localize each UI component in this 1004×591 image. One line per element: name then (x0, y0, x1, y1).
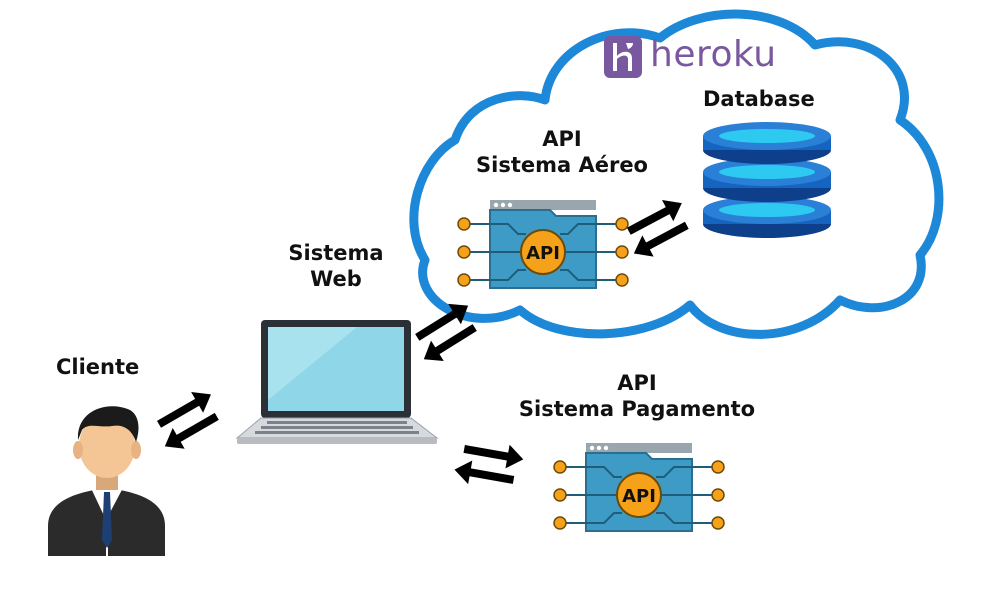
api-badge-aereo: API (526, 243, 560, 264)
double-arrow-icon-web-pagamento (452, 436, 526, 493)
laptop-icon (235, 320, 439, 444)
heroku-logo-icon (604, 36, 642, 78)
sistema-web-label: Sistema Web (266, 240, 406, 293)
api-aereo-label-line2: Sistema Aéreo (476, 153, 648, 178)
double-arrow-icon-client-web (147, 383, 228, 457)
api-pagamento-label: API Sistema Pagamento (496, 370, 778, 423)
cliente-label: Cliente (56, 355, 140, 379)
database-label: Database (703, 87, 815, 111)
sistema-web-label-line2: Web (310, 267, 362, 292)
api-window-icon-pagamento: API (553, 442, 725, 532)
api-aereo-label-line1: API (542, 127, 582, 151)
api-pagamento-label-line1: API (617, 371, 657, 395)
sistema-web-label-line1: Sistema (288, 241, 384, 265)
api-pagamento-label-line2: Sistema Pagamento (518, 397, 756, 422)
api-window-icon-aereo: API (457, 199, 629, 289)
api-aereo-label: API Sistema Aéreo (456, 126, 668, 179)
database-icon (703, 122, 831, 238)
person-icon (48, 406, 165, 556)
api-badge-pagamento: API (622, 486, 656, 507)
heroku-wordmark: heroku (650, 34, 777, 75)
